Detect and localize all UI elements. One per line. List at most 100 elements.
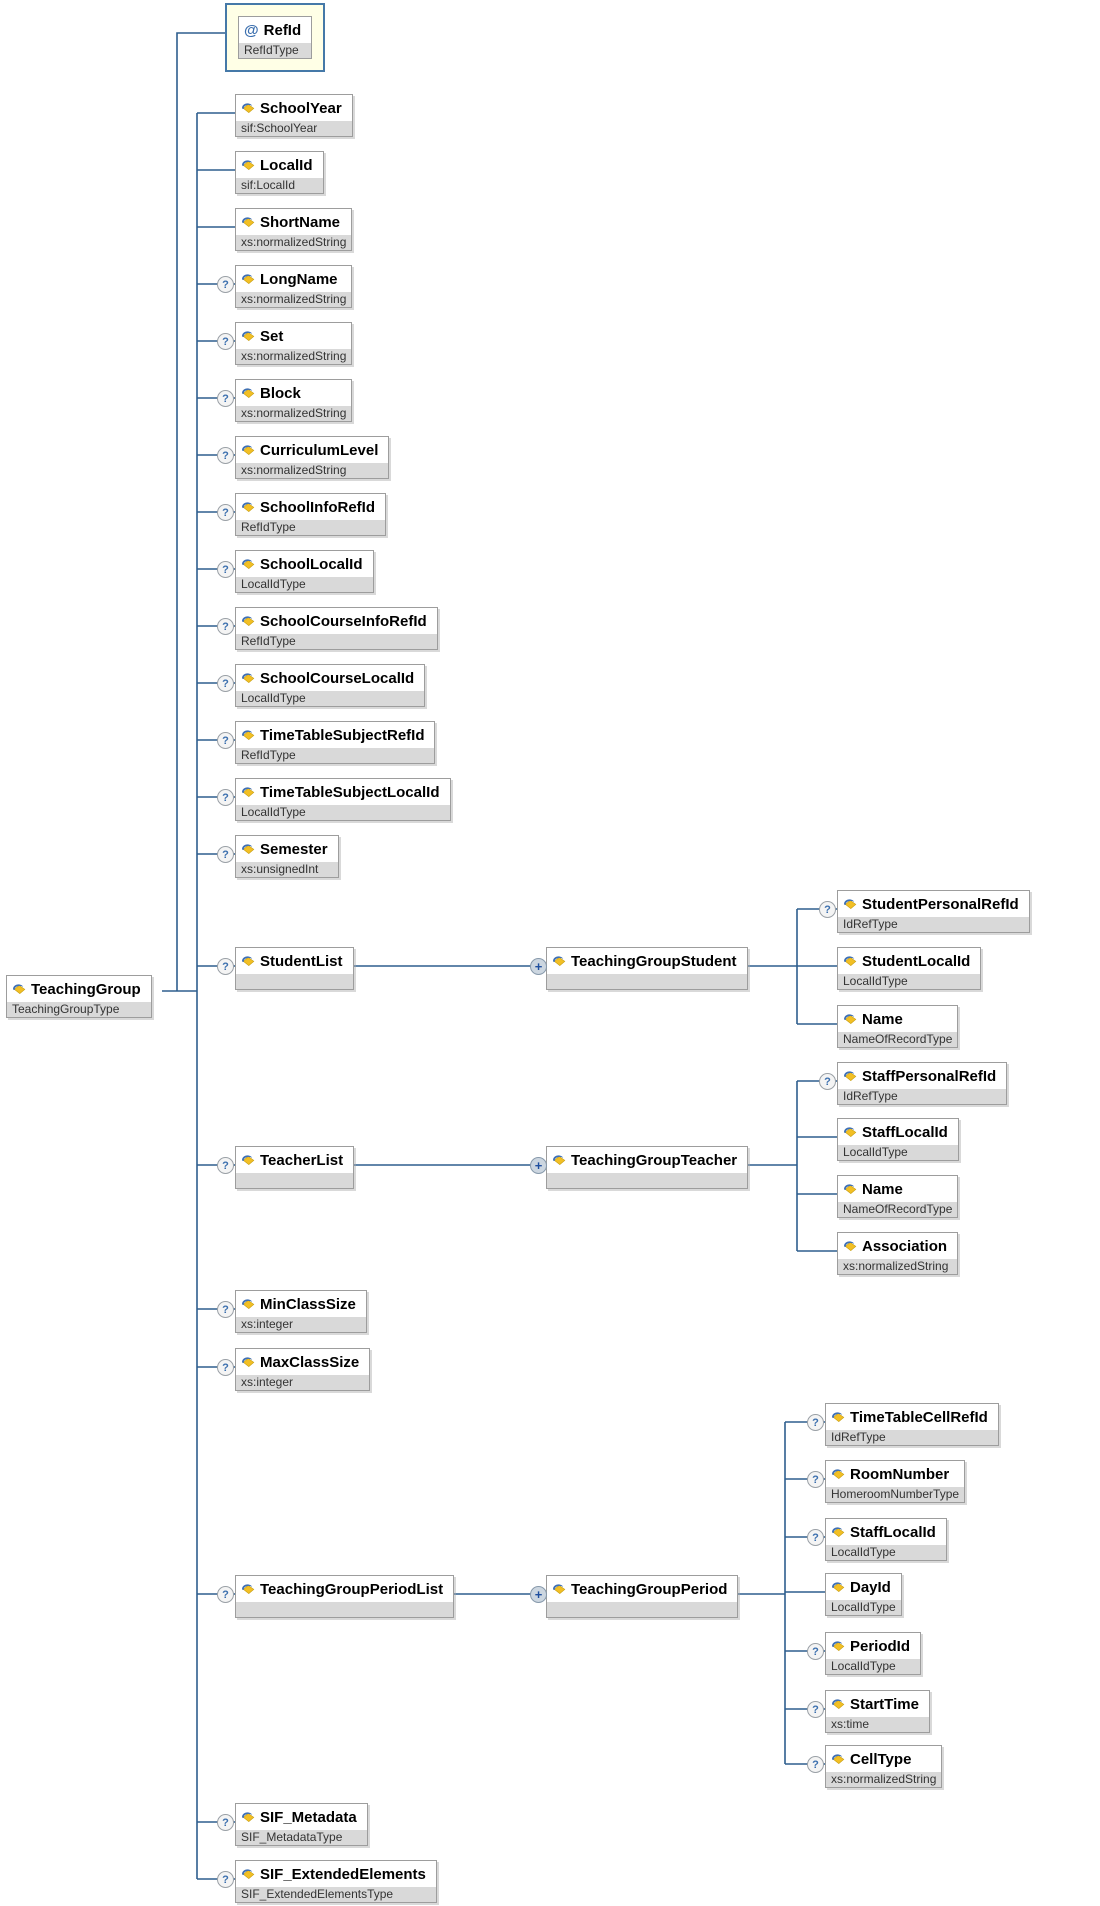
element-block[interactable]: ? Block xs:normalizedString [217,379,353,422]
element-longname[interactable]: ? LongName xs:normalizedString [217,265,353,308]
element-name: TeachingGroupStudent [571,952,737,970]
element-timetablecellrefid[interactable]: ? TimeTableCellRefId IdRefType [807,1403,999,1446]
element-type [236,1173,354,1188]
element-schoollocalid[interactable]: ? SchoolLocalId LocalIdType [217,550,374,593]
element-icon [241,955,255,967]
element-celltype[interactable]: ? CellType xs:normalizedString [807,1745,943,1788]
element-schoolyear[interactable]: SchoolYear sif:SchoolYear [235,94,353,137]
element-teachinggroupperiod[interactable]: + TeachingGroupPeriod [530,1575,739,1618]
element-type: NameOfRecordType [838,1032,958,1047]
element-type: xs:normalizedString [236,406,352,421]
element-starttime[interactable]: ? StartTime xs:time [807,1690,930,1733]
optional-badge: ? [217,276,234,293]
element-teachinggroupteacher[interactable]: + TeachingGroupTeacher [530,1146,749,1189]
element-type: sif:LocalId [236,178,323,193]
element-name: TeachingGroup [31,980,141,998]
element-timetablesubjectrefid[interactable]: ? TimeTableSubjectRefId RefIdType [217,721,436,764]
element-period-stafflocalid[interactable]: ? StaffLocalId LocalIdType [807,1518,947,1561]
element-type: xs:normalizedString [236,463,389,478]
element-type: NameOfRecordType [838,1202,958,1217]
element-roomnumber[interactable]: ? RoomNumber HomeroomNumberType [807,1460,966,1503]
element-type: RefIdType [236,520,385,535]
element-icon [241,1298,255,1310]
element-name: Association [862,1237,948,1255]
element-sif-extendedelements[interactable]: ? SIF_ExtendedElements SIF_ExtendedEleme… [217,1860,437,1903]
element-type [547,1602,738,1617]
optional-badge: ? [217,1814,234,1831]
element-teachinggroup[interactable]: TeachingGroup TeachingGroupType [6,975,152,1018]
optional-badge: ? [217,1586,234,1603]
element-sif-metadata[interactable]: ? SIF_Metadata SIF_MetadataType [217,1803,368,1846]
element-type: LocalIdType [826,1545,946,1560]
element-type: xs:time [826,1717,929,1732]
element-type: RefIdType [236,634,437,649]
element-icon [552,1154,566,1166]
element-name: Name [862,1180,903,1198]
element-teacher-name[interactable]: Name NameOfRecordType [837,1175,959,1218]
element-studentlist[interactable]: ? StudentList [217,947,354,990]
element-localid[interactable]: LocalId sif:LocalId [235,151,324,194]
element-stafflocalid[interactable]: StaffLocalId LocalIdType [837,1118,959,1161]
element-association[interactable]: Association xs:normalizedString [837,1232,959,1275]
element-type: SIF_ExtendedElementsType [236,1887,436,1902]
element-icon [843,898,857,910]
element-type: HomeroomNumberType [826,1487,965,1502]
element-type: xs:integer [236,1375,370,1390]
element-icon [12,983,26,995]
element-schoolcourselocalid[interactable]: ? SchoolCourseLocalId LocalIdType [217,664,426,707]
element-minclasssize[interactable]: ? MinClassSize xs:integer [217,1290,367,1333]
element-name: TeacherList [260,1151,344,1169]
element-icon [552,1583,566,1595]
attribute-type: RefIdType [239,43,312,58]
optional-badge: ? [217,789,234,806]
element-shortname[interactable]: ShortName xs:normalizedString [235,208,353,251]
element-name: Block [260,384,301,402]
element-type: xs:normalizedString [826,1772,942,1787]
element-maxclasssize[interactable]: ? MaxClassSize xs:integer [217,1348,371,1391]
optional-badge: ? [819,1073,836,1090]
element-student-name[interactable]: Name NameOfRecordType [837,1005,959,1048]
element-type: TeachingGroupType [7,1002,151,1017]
element-name: SchoolCourseLocalId [260,669,415,687]
element-teacherlist[interactable]: ? TeacherList [217,1146,355,1189]
element-icon [241,501,255,513]
element-icon [843,1240,857,1252]
element-type: LocalIdType [826,1600,901,1615]
element-name: SIF_Metadata [260,1808,357,1826]
element-type: LocalIdType [826,1659,921,1674]
element-schoolcourseinforefid[interactable]: ? SchoolCourseInfoRefId RefIdType [217,607,438,650]
element-name: TimeTableSubjectLocalId [260,783,440,801]
element-staffpersonalrefid[interactable]: ? StaffPersonalRefId IdRefType [819,1062,1008,1105]
element-type: SIF_MetadataType [236,1830,367,1845]
element-type: RefIdType [236,748,435,763]
element-studentpersonalrefid[interactable]: ? StudentPersonalRefId IdRefType [819,890,1030,933]
element-name: StaffLocalId [850,1523,936,1541]
repeat-badge: + [530,958,547,975]
element-schoolinforefid[interactable]: ? SchoolInfoRefId RefIdType [217,493,386,536]
element-icon [843,955,857,967]
element-set[interactable]: ? Set xs:normalizedString [217,322,353,365]
element-name: SchoolYear [260,99,342,117]
element-dayid[interactable]: DayId LocalIdType [825,1573,902,1616]
element-type: IdRefType [826,1430,998,1445]
element-timetablesubjectlocalid[interactable]: ? TimeTableSubjectLocalId LocalIdType [217,778,451,821]
element-icon [831,1468,845,1480]
element-name: Semester [260,840,328,858]
element-name: StudentPersonalRefId [862,895,1019,913]
optional-badge: ? [217,1301,234,1318]
attribute-refid[interactable]: @RefId RefIdType [225,3,326,72]
element-semester[interactable]: ? Semester xs:unsignedInt [217,835,339,878]
optional-badge: ? [217,333,234,350]
element-teachinggroupperiodlist[interactable]: ? TeachingGroupPeriodList [217,1575,455,1618]
element-curriculumlevel[interactable]: ? CurriculumLevel xs:normalizedString [217,436,390,479]
attribute-icon: @ [244,21,259,39]
element-type: IdRefType [838,917,1029,932]
optional-badge: ? [217,1871,234,1888]
element-studentlocalid[interactable]: StudentLocalId LocalIdType [837,947,982,990]
element-type: LocalIdType [236,577,373,592]
element-periodid[interactable]: ? PeriodId LocalIdType [807,1632,922,1675]
element-teachinggroupstudent[interactable]: + TeachingGroupStudent [530,947,748,990]
element-name: SchoolInfoRefId [260,498,375,516]
element-name: TimeTableSubjectRefId [260,726,425,744]
